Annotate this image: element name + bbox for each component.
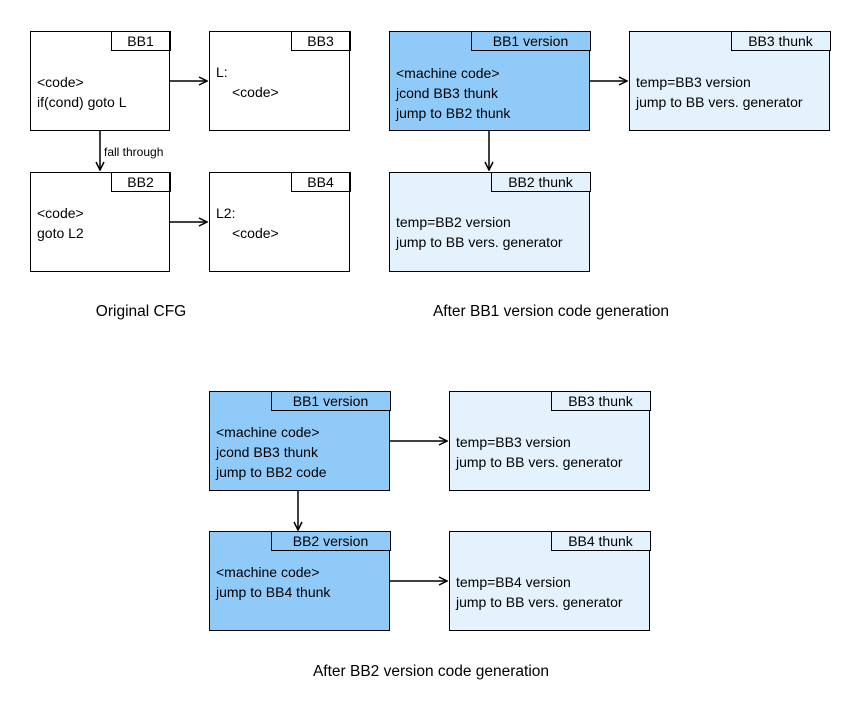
bb3-code: L: <code> [216, 62, 279, 102]
bb3-thunk-code-2: temp=BB3 version jump to BB vers. genera… [456, 432, 623, 472]
code-line: goto L2 [37, 225, 84, 241]
bb1-version-code-2: <machine code> jcond BB3 thunk jump to B… [216, 422, 327, 482]
code-line: <code> [37, 74, 84, 90]
code-line: temp=BB3 version [636, 74, 751, 90]
bb3-title: BB3 [290, 30, 351, 51]
bb1-code: <code> if(cond) goto L [37, 72, 127, 112]
code-line: <machine code> [216, 564, 320, 580]
code-line: <machine code> [216, 424, 320, 440]
code-line: jcond BB3 thunk [216, 444, 318, 460]
bb3-thunk-code: temp=BB3 version jump to BB vers. genera… [636, 72, 803, 112]
bb4-title: BB4 [290, 171, 351, 192]
bb1-version-title-2: BB1 version [270, 390, 391, 411]
bb2-code: <code> goto L2 [37, 203, 84, 243]
bb1-version-title: BB1 version [470, 30, 591, 51]
bb1-version-code: <machine code> jcond BB3 thunk jump to B… [396, 63, 510, 123]
bb1-version-block-2: BB1 version <machine code> jcond BB3 thu… [209, 390, 391, 491]
caption-after-bb2: After BB2 version code generation [312, 663, 550, 680]
code-line: <code> [232, 84, 279, 100]
bb4-thunk-title: BB4 thunk [550, 530, 651, 551]
caption-after-bb1: After BB1 version code generation [432, 303, 670, 320]
bb2-version-block: BB2 version <machine code> jump to BB4 t… [209, 530, 391, 631]
bb3-thunk-title-2: BB3 thunk [550, 390, 651, 411]
bb1-title: BB1 [110, 30, 171, 51]
code-line: jump to BB vers. generator [456, 594, 623, 610]
code-line: temp=BB2 version [396, 214, 511, 230]
bb2-thunk-block: BB2 thunk temp=BB2 version jump to BB ve… [389, 171, 591, 272]
bb3-block: BB3 L: <code> [209, 30, 351, 131]
bb2-thunk-code: temp=BB2 version jump to BB vers. genera… [396, 212, 563, 252]
code-line: temp=BB3 version [456, 434, 571, 450]
bb4-thunk-code: temp=BB4 version jump to BB vers. genera… [456, 572, 623, 612]
code-line: L: [216, 64, 228, 80]
bb3-thunk-block: BB3 thunk temp=BB3 version jump to BB ve… [629, 30, 831, 131]
bb4-thunk-block: BB4 thunk temp=BB4 version jump to BB ve… [449, 530, 651, 631]
bb4-code: L2: <code> [216, 203, 279, 243]
bb4-block: BB4 L2: <code> [209, 171, 351, 272]
code-line: <code> [232, 225, 279, 241]
bb3-thunk-title: BB3 thunk [730, 30, 831, 51]
bb2-version-title: BB2 version [270, 530, 391, 551]
bb2-thunk-title: BB2 thunk [490, 171, 591, 192]
code-line: jcond BB3 thunk [396, 85, 498, 101]
code-line: if(cond) goto L [37, 94, 127, 110]
code-line: jump to BB vers. generator [396, 234, 563, 250]
bb3-thunk-block-2: BB3 thunk temp=BB3 version jump to BB ve… [449, 390, 651, 491]
caption-original-cfg: Original CFG [95, 303, 187, 320]
bb2-block: BB2 <code> goto L2 [30, 171, 171, 272]
bb1-version-block: BB1 version <machine code> jcond BB3 thu… [389, 30, 591, 131]
code-line: temp=BB4 version [456, 574, 571, 590]
code-line: jump to BB2 thunk [396, 105, 511, 121]
code-line: jump to BB vers. generator [636, 94, 803, 110]
bb2-version-code: <machine code> jump to BB4 thunk [216, 562, 330, 602]
fall-through-label: fall through [104, 145, 164, 159]
code-line: jump to BB4 thunk [216, 584, 331, 600]
code-line: jump to BB2 code [216, 464, 327, 480]
bb1-block: BB1 <code> if(cond) goto L [30, 30, 171, 131]
code-line: <machine code> [396, 65, 500, 81]
code-line: <code> [37, 205, 84, 221]
code-line: L2: [216, 205, 236, 221]
code-line: jump to BB vers. generator [456, 454, 623, 470]
bb2-title: BB2 [110, 171, 171, 192]
